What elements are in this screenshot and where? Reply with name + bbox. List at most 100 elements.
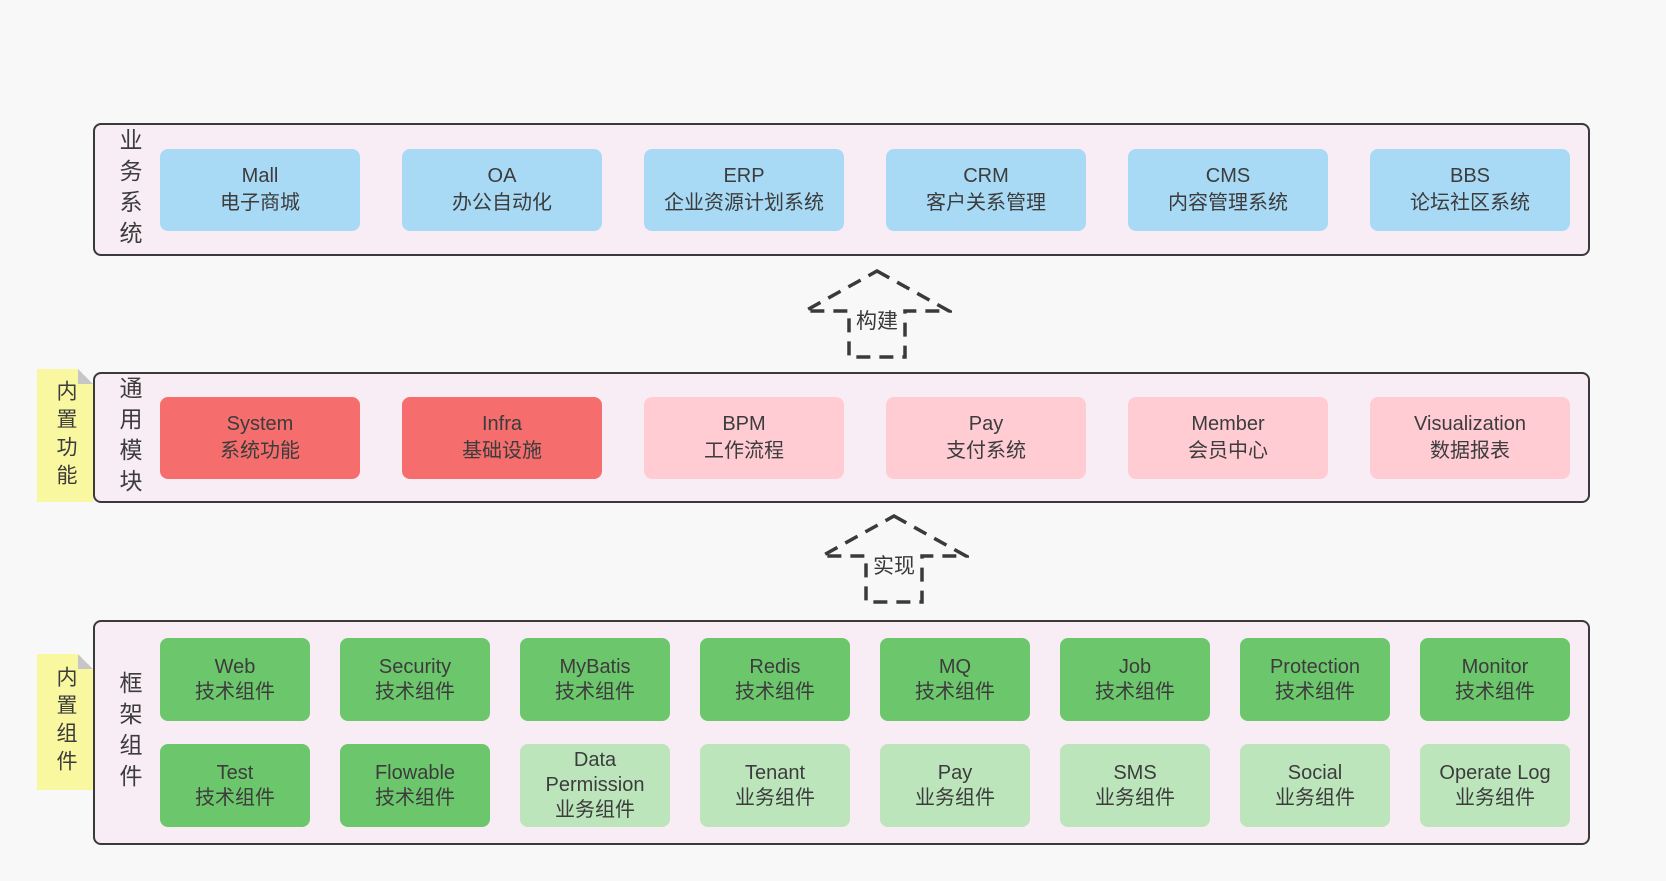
box-subtitle: 办公自动化 bbox=[452, 191, 552, 214]
box-subtitle: 基础设施 bbox=[462, 439, 542, 462]
box-title: MyBatis bbox=[559, 655, 631, 678]
box-title: OA bbox=[487, 164, 517, 187]
box-bbs: BBS 论坛社区系统 bbox=[1370, 148, 1570, 231]
box-title: CMS bbox=[1205, 164, 1251, 187]
band-boxes-business-systems: Mall 电子商城 OA 办公自动化 ERP 企业资源计划系统 CRM 客户关系管理 CMS 内容… bbox=[146, 148, 1588, 231]
box-subtitle: 电子商城 bbox=[220, 191, 300, 214]
box-title: Mall bbox=[241, 164, 279, 187]
box-title: Infra bbox=[481, 412, 523, 435]
box-subtitle: 技术组件 bbox=[915, 680, 995, 703]
box-bpm: BPM 工作流程 bbox=[644, 396, 844, 479]
box-oa: OA 办公自动化 bbox=[402, 148, 602, 231]
box-title: Operate Log bbox=[1439, 761, 1551, 784]
box-member: Member 会员中心 bbox=[1128, 396, 1328, 479]
box-title: Web bbox=[214, 655, 256, 678]
box-title: Redis bbox=[749, 655, 801, 678]
box-title: Test bbox=[216, 761, 254, 784]
box-title: Social bbox=[1287, 761, 1343, 784]
box-mall: Mall 电子商城 bbox=[160, 148, 360, 231]
sticky-note-built-in-components-label: 内置组件 bbox=[54, 666, 77, 778]
box-subtitle: 业务组件 bbox=[555, 799, 635, 821]
box-title: Pay bbox=[937, 761, 973, 784]
arrow-implement-label: 实现 bbox=[870, 555, 918, 579]
box-title: System bbox=[226, 412, 294, 435]
box-subtitle: 技术组件 bbox=[555, 680, 635, 703]
box-title: BPM bbox=[722, 412, 766, 435]
box-title: Member bbox=[1191, 412, 1265, 435]
sticky-note-built-in-components: 内置组件 bbox=[37, 654, 93, 790]
box-subtitle: 企业资源计划系统 bbox=[664, 191, 824, 214]
box-title: Data Permission bbox=[545, 749, 645, 796]
box-subtitle: 技术组件 bbox=[375, 680, 455, 703]
box-system: System 系统功能 bbox=[160, 396, 360, 479]
box-subtitle: 业务组件 bbox=[735, 786, 815, 809]
box-subtitle: 业务组件 bbox=[915, 786, 995, 809]
box-infra: Infra 基础设施 bbox=[402, 396, 602, 479]
box-title: MQ bbox=[938, 655, 972, 678]
box-subtitle: 技术组件 bbox=[1095, 680, 1175, 703]
box-erp: ERP 企业资源计划系统 bbox=[644, 148, 844, 231]
box-subtitle: 内容管理系统 bbox=[1168, 191, 1288, 214]
sticky-note-built-in-features-label: 内置功能 bbox=[54, 379, 77, 492]
box-title: Visualization bbox=[1414, 412, 1526, 435]
box-crm: CRM 客户关系管理 bbox=[886, 148, 1086, 231]
box-data-permission: Data Permission 业务组件 bbox=[520, 744, 670, 827]
box-subtitle: 技术组件 bbox=[375, 786, 455, 809]
arrow-implement: 实现 bbox=[819, 513, 969, 605]
box-title: Monitor bbox=[1461, 655, 1529, 678]
box-title: Tenant bbox=[744, 761, 806, 784]
arrow-build: 构建 bbox=[802, 268, 952, 360]
box-title: CRM bbox=[963, 164, 1009, 187]
band-business-systems: 业务系统 Mall 电子商城 OA 办公自动化 ERP 企业资源计划系统 CRM 客户关系管理… bbox=[93, 123, 1590, 256]
box-title: Security bbox=[378, 655, 452, 678]
box-title: ERP bbox=[723, 164, 765, 187]
band-label-common-modules: 通用模块 bbox=[116, 375, 142, 500]
box-subtitle: 数据报表 bbox=[1430, 439, 1510, 462]
box-subtitle: 技术组件 bbox=[735, 680, 815, 703]
box-title: SMS bbox=[1113, 761, 1157, 784]
box-subtitle: 业务组件 bbox=[1275, 786, 1355, 809]
box-subtitle: 业务组件 bbox=[1095, 786, 1175, 809]
band-label-business-systems: 业务系统 bbox=[116, 127, 142, 252]
box-title: Protection bbox=[1269, 655, 1361, 678]
box-visualization: Visualization 数据报表 bbox=[1370, 396, 1570, 479]
box-subtitle: 技术组件 bbox=[195, 786, 275, 809]
box-subtitle: 技术组件 bbox=[1275, 680, 1355, 703]
box-subtitle: 工作流程 bbox=[704, 439, 784, 462]
box-subtitle: 技术组件 bbox=[195, 680, 275, 703]
box-title: Pay bbox=[968, 412, 1004, 435]
arrow-build-label: 构建 bbox=[853, 310, 901, 334]
sticky-note-built-in-features: 内置功能 bbox=[37, 369, 93, 502]
box-subtitle: 业务组件 bbox=[1455, 786, 1535, 809]
box-title: BBS bbox=[1449, 164, 1491, 187]
band-label-framework-components: 框架组件 bbox=[116, 670, 142, 795]
box-subtitle: 客户关系管理 bbox=[926, 191, 1046, 214]
box-subtitle: 技术组件 bbox=[1455, 680, 1535, 703]
box-subtitle: 论坛社区系统 bbox=[1410, 191, 1530, 214]
box-subtitle: 系统功能 bbox=[220, 439, 300, 462]
box-subtitle: 会员中心 bbox=[1188, 439, 1268, 462]
